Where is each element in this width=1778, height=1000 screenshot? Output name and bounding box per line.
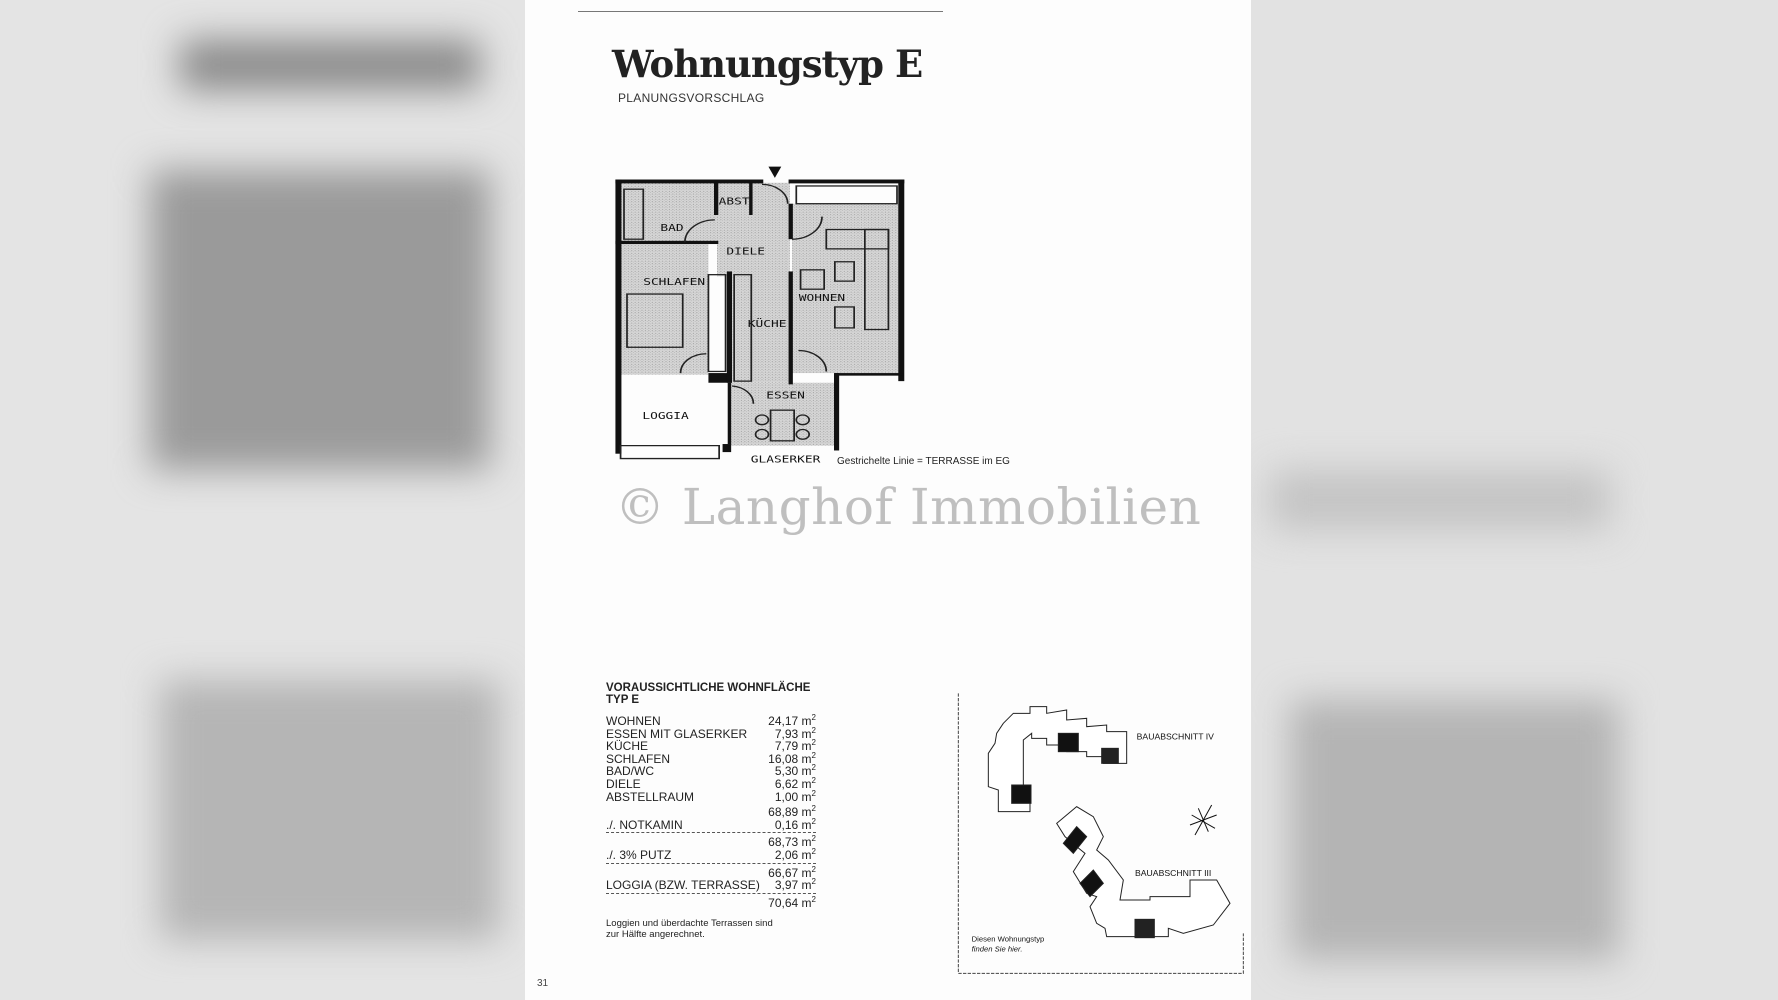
subtotal-value: 68,89 <box>768 805 799 820</box>
furniture <box>619 183 898 460</box>
site-caption-2: finden Sie hier. <box>972 945 1023 954</box>
room-label-schlafen: SCHLAFEN <box>643 276 705 288</box>
area-label: ESSEN MIT GLASERKER <box>606 726 748 741</box>
room-label-loggia: LOGGIA <box>642 410 689 422</box>
terrasse-note: Gestrichelte Linie = TERRASSE im EG <box>837 456 1010 467</box>
title-type: E <box>894 42 923 86</box>
subtotal-value: 68,73 <box>768 835 799 850</box>
subtotal-1: 68,89 m2 <box>768 804 816 820</box>
floorplan-drawing: ABST BAD DIELE SCHLAFEN WOHNEN KÜCHE ESS… <box>615 166 905 465</box>
walls <box>615 179 905 454</box>
watermark: © Langhof Immobilien <box>615 478 1202 536</box>
area-value: 1,00 <box>774 789 799 804</box>
area-value: 7,79 <box>774 739 799 754</box>
room-label-glaserker: GLASERKER <box>751 453 821 465</box>
area-label: ./. NOTKAMIN <box>606 817 683 832</box>
total-value: 70,64 <box>768 895 799 910</box>
area-value: 16,08 <box>768 751 799 766</box>
subtotal-value: 66,67 <box>768 865 799 880</box>
area-value: 6,62 <box>774 776 799 791</box>
page-number: 31 <box>537 978 549 989</box>
top-rule <box>578 11 943 12</box>
label-bauabschnitt-iii: BAUABSCHNITT III <box>1135 868 1211 878</box>
divider <box>606 862 816 864</box>
area-label: SCHLAFEN <box>606 751 671 766</box>
area-label: WOHNEN <box>606 714 661 728</box>
divider <box>606 892 816 894</box>
area-table: VORAUSSICHTLICHE WOHNFLÄCHE TYP E WOHNEN… <box>606 682 816 940</box>
area-value: 5,30 <box>774 764 799 779</box>
area-label: ABSTELLRAUM <box>606 789 695 804</box>
buildings-iii <box>1056 806 1231 939</box>
entrance-arrow-icon <box>768 166 782 178</box>
blurred-block <box>1270 470 1610 530</box>
room-label-essen: ESSEN <box>766 389 805 401</box>
area-value: 0,16 <box>774 817 799 832</box>
room-fills <box>618 182 900 446</box>
area-value: 7,93 <box>774 726 799 741</box>
area-label: KÜCHE <box>606 739 649 754</box>
loggia-row: LOGGIA (BZW. TERRASSE)3,97 m2 <box>606 877 816 893</box>
room-label-abst: ABST <box>719 195 750 207</box>
area-label: BAD/WC <box>606 764 654 779</box>
area-heading-1: VORAUSSICHTLICHE WOHNFLÄCHE <box>606 682 811 694</box>
area-value: 2,06 <box>774 847 799 862</box>
buildings-iv <box>987 706 1128 813</box>
area-value: 24,17 <box>768 714 799 728</box>
divider <box>606 832 816 834</box>
area-label: DIELE <box>606 776 641 791</box>
title-text: Wohnungstyp <box>612 42 884 86</box>
label-bauabschnitt-iv: BAUABSCHNITT IV <box>1137 731 1215 741</box>
blurred-block <box>150 170 490 470</box>
area-heading-2: TYP E <box>606 694 640 706</box>
blurred-block <box>160 680 500 940</box>
subtitle: PLANUNGSVORSCHLAG <box>618 91 765 105</box>
blurred-block <box>180 40 480 90</box>
room-label-kueche: KÜCHE <box>748 318 787 330</box>
area-note: Loggien und überdachte Terrassen sind zu… <box>606 918 773 940</box>
area-label: LOGGIA (BZW. TERRASSE) <box>606 878 760 893</box>
subtotal-2: 68,73 m2 <box>768 834 816 850</box>
site-plan: BAUABSCHNITT IV BAUABSCHNITT III Diesen … <box>957 693 1244 974</box>
room-label-diele: DIELE <box>726 245 765 257</box>
total: 70,64 m2 <box>768 894 816 910</box>
room-label-wohnen: WOHNEN <box>799 292 846 304</box>
room-label-bad: BAD <box>660 222 683 234</box>
site-caption-1: Diesen Wohnungstyp <box>972 935 1045 944</box>
area-value: 3,97 <box>774 878 799 893</box>
area-label: ./. 3% PUTZ <box>606 847 672 862</box>
subtotal-3: 66,67 m2 <box>768 864 816 880</box>
blurred-block <box>1290 700 1620 960</box>
compass-icon <box>1189 804 1217 836</box>
